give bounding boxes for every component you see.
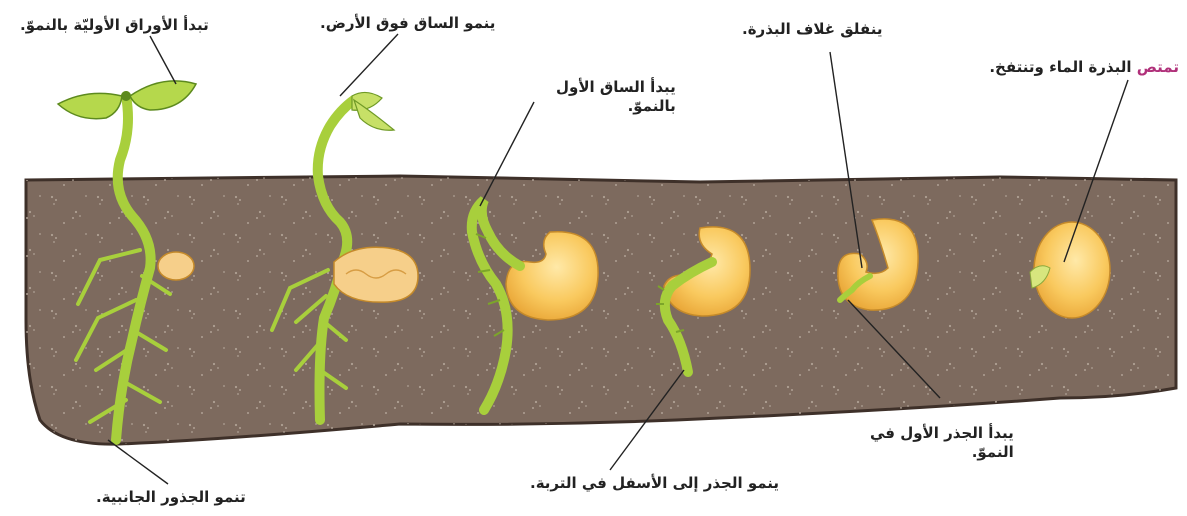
label-stage-2: ينفلق غلاف البذرة. — [742, 20, 882, 39]
label-stage-1-text: البذرة الماء وتنتفخ. — [989, 58, 1136, 76]
leader-stage-7 — [150, 36, 176, 84]
leader-stage-6 — [340, 34, 398, 96]
label-stage-8: تنمو الجذور الجانبية. — [96, 488, 246, 507]
label-stage-3-line1: يبدأ الجذر الأول في — [870, 424, 1014, 443]
label-stage-5: يبدأ الساق الأول بالنموّ. — [556, 78, 676, 116]
label-stage-3: يبدأ الجذر الأول في النموّ. — [870, 424, 1014, 462]
label-stage-6: ينمو الساق فوق الأرض. — [320, 14, 495, 33]
label-stage-4: ينمو الجذر إلى الأسفل في التربة. — [530, 474, 779, 493]
label-stage-1-accent: تمتص — [1137, 58, 1179, 76]
soil — [26, 176, 1176, 444]
leader-stage-8 — [108, 440, 168, 484]
label-stage-1: تمتص البذرة الماء وتنتفخ. — [989, 58, 1179, 77]
label-stage-5-line1: يبدأ الساق الأول — [556, 78, 676, 97]
label-stage-7: تبدأ الأوراق الأوليّة بالنموّ. — [20, 16, 209, 35]
label-stage-5-line2: بالنموّ. — [556, 97, 676, 116]
label-stage-3-line2: النموّ. — [870, 443, 1014, 462]
